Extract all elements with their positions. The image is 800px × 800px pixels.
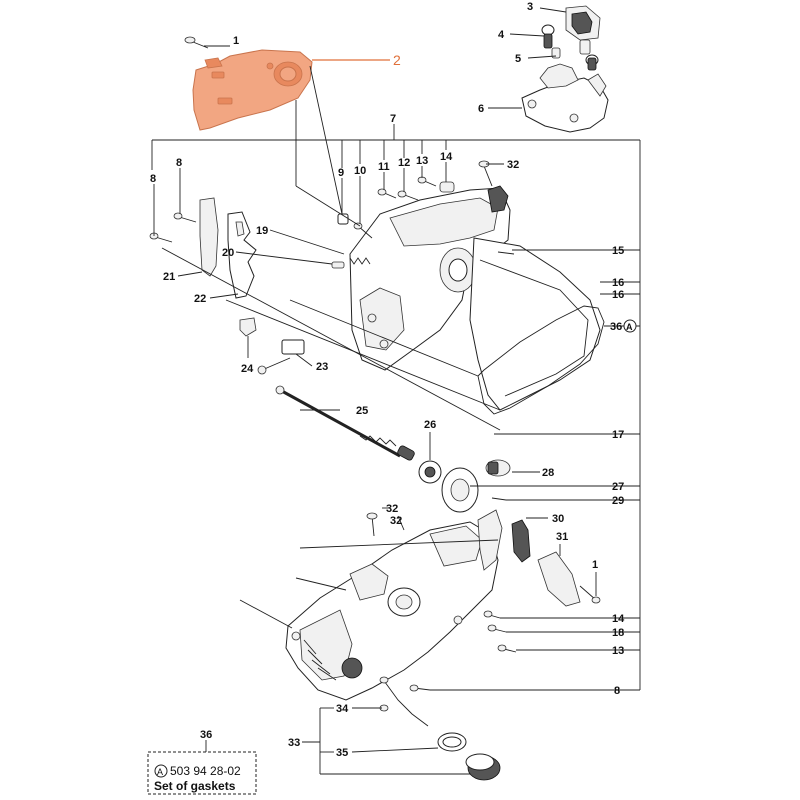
callout-16-b: 16 — [612, 289, 624, 301]
callout-35: 35 — [336, 747, 348, 759]
callout-6: 6 — [478, 103, 484, 115]
callout-34: 34 — [336, 703, 349, 715]
part-14-screw-lower[interactable] — [483, 610, 501, 619]
callout-30: 30 — [552, 513, 564, 525]
part-4-valve[interactable] — [541, 24, 591, 55]
gasket-kit-box[interactable]: A 503 94 28-02 Set of gaskets — [147, 751, 257, 795]
part-8-screw-lower[interactable] — [409, 684, 431, 692]
callout-14-lower: 14 — [612, 613, 625, 625]
part-23-chain-tensioner[interactable] — [257, 339, 305, 375]
callout-28: 28 — [542, 467, 554, 479]
part-2-cover-highlighted[interactable] — [192, 49, 313, 131]
part-11-screw[interactable] — [377, 188, 397, 199]
callout-25: 25 — [356, 405, 368, 417]
part-34-cable[interactable] — [379, 676, 429, 727]
part-14-bushing[interactable] — [439, 181, 455, 193]
part-3-gasket-plate[interactable] — [565, 5, 601, 41]
callout-4: 4 — [498, 29, 505, 41]
part-28-valve[interactable] — [485, 459, 511, 477]
callout-23: 23 — [316, 361, 328, 373]
callout-36: 36 — [610, 321, 622, 333]
callout-1-top: 1 — [233, 35, 239, 47]
callout-labels: 1 2 3 4 5 6 7 8 8 9 10 11 12 13 14 32 15… — [150, 1, 637, 759]
callout-8-a: 8 — [150, 173, 156, 185]
part-32-screw-lower-a[interactable] — [366, 512, 378, 537]
note-marker-a: A — [623, 319, 637, 333]
part-6-housing[interactable] — [521, 63, 609, 133]
callout-21: 21 — [163, 271, 175, 283]
callout-13-top: 13 — [416, 155, 428, 167]
kit-description: Set of gaskets — [154, 779, 236, 793]
part-26-sprocket[interactable] — [418, 460, 442, 484]
callout-32-b: 32 — [386, 503, 398, 515]
part-13-screw[interactable] — [417, 176, 437, 187]
callout-2: 2 — [393, 52, 401, 68]
part-12-screw[interactable] — [397, 190, 419, 201]
callout-22: 22 — [194, 293, 206, 305]
part-15-stud[interactable] — [497, 251, 515, 255]
svg-text:A: A — [626, 322, 633, 332]
callout-29: 29 — [612, 495, 624, 507]
callout-24: 24 — [241, 363, 254, 375]
callout-15: 15 — [612, 245, 624, 257]
crankcase-lower[interactable] — [285, 509, 503, 701]
callout-8-b: 8 — [176, 157, 182, 169]
part-5-valve[interactable] — [551, 47, 599, 71]
callout-36-box: 36 — [200, 729, 212, 741]
callout-32-top: 32 — [507, 159, 519, 171]
part-18-screw[interactable] — [487, 624, 507, 633]
part-35-oring[interactable] — [437, 732, 467, 752]
callout-14-top: 14 — [440, 151, 453, 163]
part-1-screw-top[interactable] — [184, 36, 209, 49]
crankcase-upper[interactable] — [349, 185, 601, 411]
callout-27: 27 — [612, 481, 624, 493]
part-20-clip[interactable] — [331, 261, 345, 269]
kit-part-number: 503 94 28-02 — [170, 764, 241, 778]
part-16-gasket[interactable] — [477, 305, 605, 415]
part-21-guard-plate[interactable] — [199, 197, 219, 277]
part-1-screw-lower[interactable] — [579, 585, 601, 604]
callout-12: 12 — [398, 157, 410, 169]
callout-17: 17 — [612, 429, 624, 441]
callout-20: 20 — [222, 247, 234, 259]
part-8-screw-a[interactable] — [149, 232, 173, 243]
callout-26: 26 — [424, 419, 436, 431]
callout-11: 11 — [378, 161, 390, 173]
callout-10: 10 — [354, 165, 366, 177]
kit-marker: A — [157, 767, 163, 777]
part-29-screw[interactable] — [491, 497, 507, 501]
part-30-strap[interactable] — [511, 519, 531, 563]
callout-33: 33 — [288, 737, 300, 749]
callout-31: 31 — [556, 531, 568, 543]
callout-1-lower: 1 — [592, 559, 598, 571]
part-8-screw-b[interactable] — [173, 212, 197, 223]
part-27-housing[interactable] — [441, 467, 479, 513]
part-19-spring[interactable] — [349, 257, 371, 265]
callout-18: 18 — [612, 627, 624, 639]
part-24-bracket[interactable] — [239, 317, 257, 337]
callout-3: 3 — [527, 1, 533, 13]
callout-13-lower: 13 — [612, 645, 624, 657]
callout-7: 7 — [390, 113, 396, 125]
part-22-chain-catcher[interactable] — [227, 211, 257, 299]
callout-16-a: 16 — [612, 277, 624, 289]
callout-8-c: 8 — [614, 685, 620, 697]
leader-lines — [151, 7, 641, 775]
part-10-screw[interactable] — [353, 222, 373, 239]
part-32-screw-lower-b[interactable] — [397, 515, 405, 531]
callout-5: 5 — [515, 53, 521, 65]
part-35-cap[interactable] — [465, 753, 501, 781]
callout-9: 9 — [338, 167, 344, 179]
part-13-screw-lower[interactable] — [497, 644, 517, 653]
part-32-screw-top[interactable] — [478, 160, 493, 187]
part-25-shaft[interactable] — [275, 385, 415, 461]
callout-32-c: 32 — [390, 515, 402, 527]
part-31-cover-plate[interactable] — [537, 551, 581, 607]
callout-19: 19 — [256, 225, 268, 237]
